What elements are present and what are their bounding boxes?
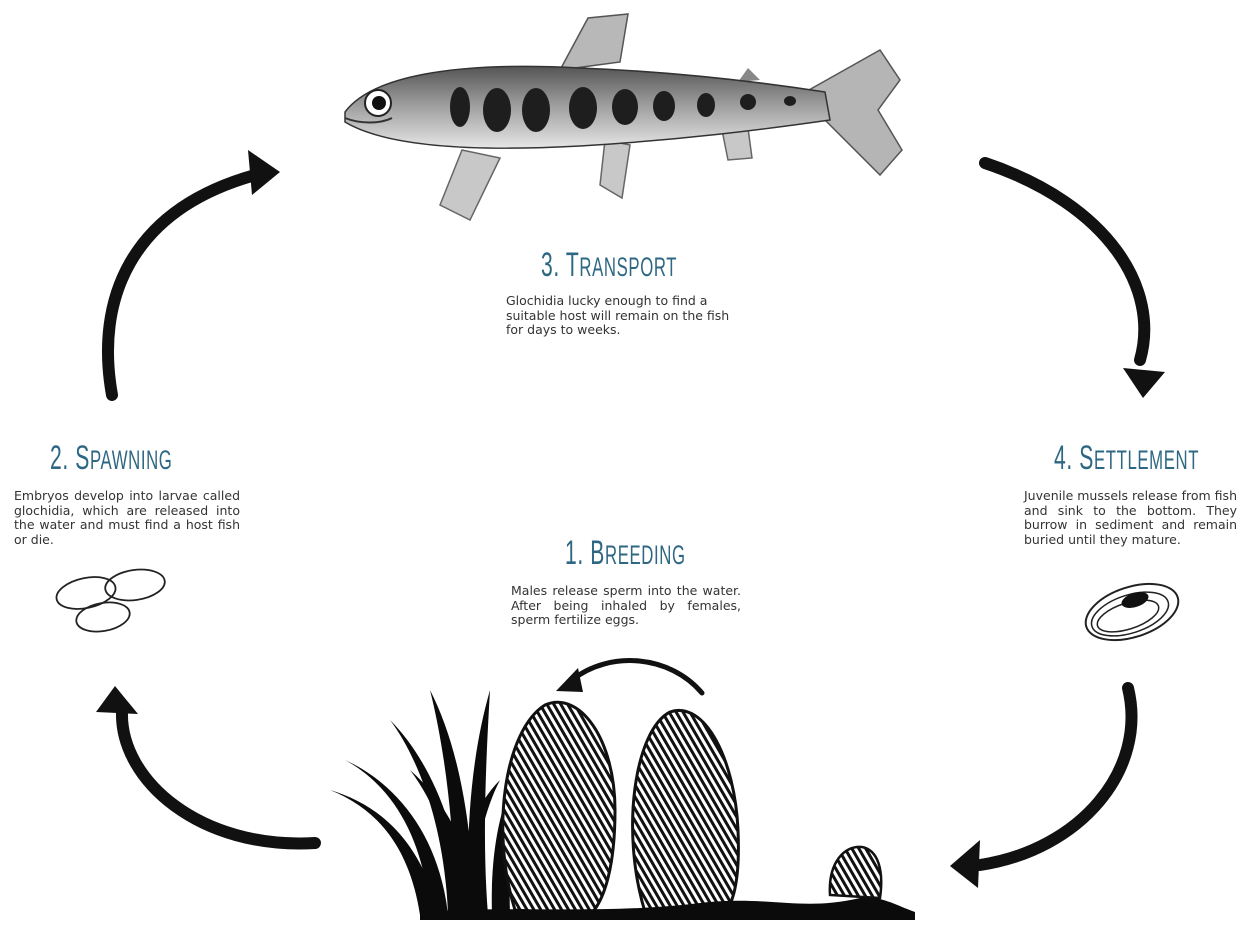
stage-breeding-number: 1. B (565, 534, 605, 572)
stage-settlement-number: 4. S (1054, 439, 1094, 477)
stage-settlement-word: ettlement (1094, 445, 1199, 475)
mussels-in-grass-illustration (330, 690, 915, 920)
arrow-transport-to-settlement (985, 163, 1144, 360)
stage-transport-number: 3. T (541, 246, 579, 284)
glochidia-larvae-icon (54, 566, 167, 636)
stage-breeding-word: reeding (605, 540, 686, 570)
arrow-settlement-to-bottom (980, 688, 1131, 865)
stage-breeding-title: 1. Breeding (565, 536, 686, 570)
arrow-bottom-to-spawning (122, 712, 315, 843)
arrowhead-icon (950, 840, 980, 888)
mussel-shell-left (503, 702, 615, 915)
stage-spawning-word: pawning (90, 445, 172, 475)
stage-breeding-description: Males release sperm into the water. Afte… (511, 584, 741, 628)
arrowhead-icon (248, 150, 280, 195)
juvenile-mussel-icon (1079, 573, 1186, 650)
arrow-spawning-to-transport (108, 175, 255, 395)
arrowhead-icon (556, 668, 583, 692)
stage-spawning-number: 2. S (50, 439, 90, 477)
stage-transport-word: ransport (579, 252, 677, 282)
arrowhead-icon (96, 686, 138, 714)
arrowhead-icon (1123, 368, 1165, 398)
stage-transport-description: Glochidia lucky enough to find a suitabl… (506, 294, 738, 338)
stage-spawning-description: Embryos develop into larvae called gloch… (14, 489, 240, 547)
stage-spawning-title: 2. Spawning (50, 441, 172, 475)
mussel-shell-right (633, 710, 739, 913)
arrow-breeding-cycle (572, 661, 702, 693)
stage-transport-title: 3. Transport (541, 248, 677, 282)
stage-settlement-description: Juvenile mussels release from fish and s… (1024, 489, 1237, 547)
stage-settlement-title: 4. Settlement (1054, 441, 1199, 475)
trout-fish-illustration (345, 14, 902, 220)
mussel-shell-small (830, 847, 881, 898)
